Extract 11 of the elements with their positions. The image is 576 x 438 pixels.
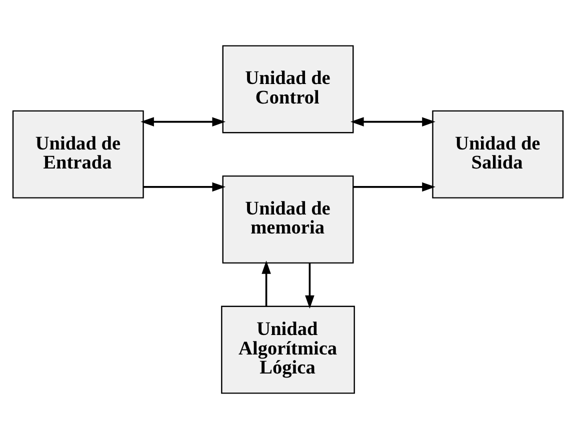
node-box: Unidad de Entrada <box>12 110 144 198</box>
node-box: Unidad Algorítmica Lógica <box>221 305 355 394</box>
arrow <box>143 182 226 192</box>
node-box: Unidad de memoria <box>222 174 354 264</box>
arrow <box>262 260 271 306</box>
arrow <box>350 116 436 126</box>
arrow <box>353 182 436 192</box>
arrow <box>305 262 314 308</box>
arrow <box>140 116 226 126</box>
node-box: Unidad de Salida <box>432 110 564 198</box>
node-box: Unidad de Control <box>222 44 354 133</box>
